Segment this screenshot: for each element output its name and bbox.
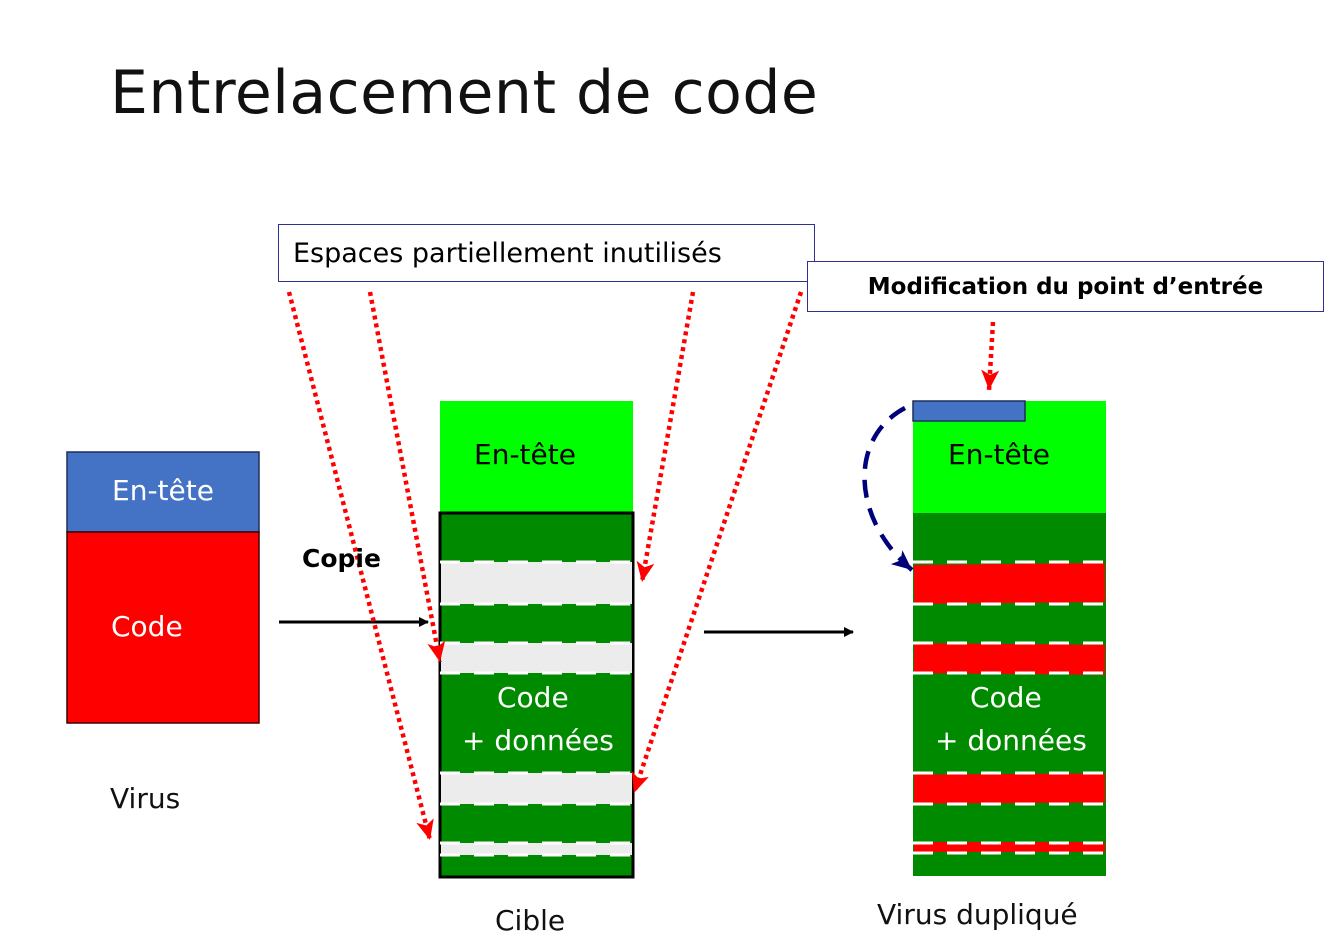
target-gap-2: [441, 643, 632, 673]
target-block: [438, 401, 635, 879]
target-code-label: Code: [497, 681, 569, 714]
unused-arrow-2: [367, 291, 446, 663]
target-header-label: En-tête: [474, 438, 576, 471]
target-gap-1: [441, 562, 632, 604]
virus-code-label: Code: [111, 610, 183, 643]
jump-arrow: [862, 406, 914, 572]
entry-point-text: Modification du point d’entrée: [867, 273, 1264, 300]
dup-red-1: [913, 563, 1106, 605]
unused-arrow-1: [286, 291, 434, 841]
virus-header: [66, 451, 260, 533]
target-caption: Cible: [495, 904, 566, 937]
target-data-label: + données: [462, 724, 614, 757]
entry-point-note: Modification du point d’entrée: [807, 261, 1324, 312]
dup-code-label: Code: [970, 681, 1042, 714]
unused-spaces-text: Espaces partiellement inutilisés: [293, 237, 722, 269]
target-gap-4: [441, 843, 632, 855]
unused-space-arrows: [286, 291, 804, 841]
dup-entry-bar: [912, 400, 1026, 422]
dup-red-2: [913, 643, 1106, 675]
target-gap-3: [441, 773, 632, 804]
dup-red-4: [914, 842, 1105, 852]
virus-block: [66, 451, 260, 724]
unused-arrow-4: [631, 291, 804, 794]
virus-header-label: En-tête: [112, 474, 214, 507]
target-header: [440, 401, 633, 513]
dup-header-label: En-tête: [948, 438, 1050, 471]
dup-caption: Virus dupliqué: [877, 898, 1078, 931]
dup-red-3: [913, 773, 1106, 804]
dup-data-label: + données: [935, 724, 1087, 757]
virus-code: [66, 531, 260, 724]
copy-label: Copie: [302, 544, 381, 573]
duplicated-block: [912, 400, 1106, 876]
unused-arrow-3: [636, 291, 696, 583]
slide-title: Entrelacement de code: [110, 58, 819, 128]
unused-spaces-note: Espaces partiellement inutilisés: [278, 224, 815, 282]
virus-caption: Virus: [110, 782, 181, 815]
entry-point-arrow: [981, 321, 1000, 391]
